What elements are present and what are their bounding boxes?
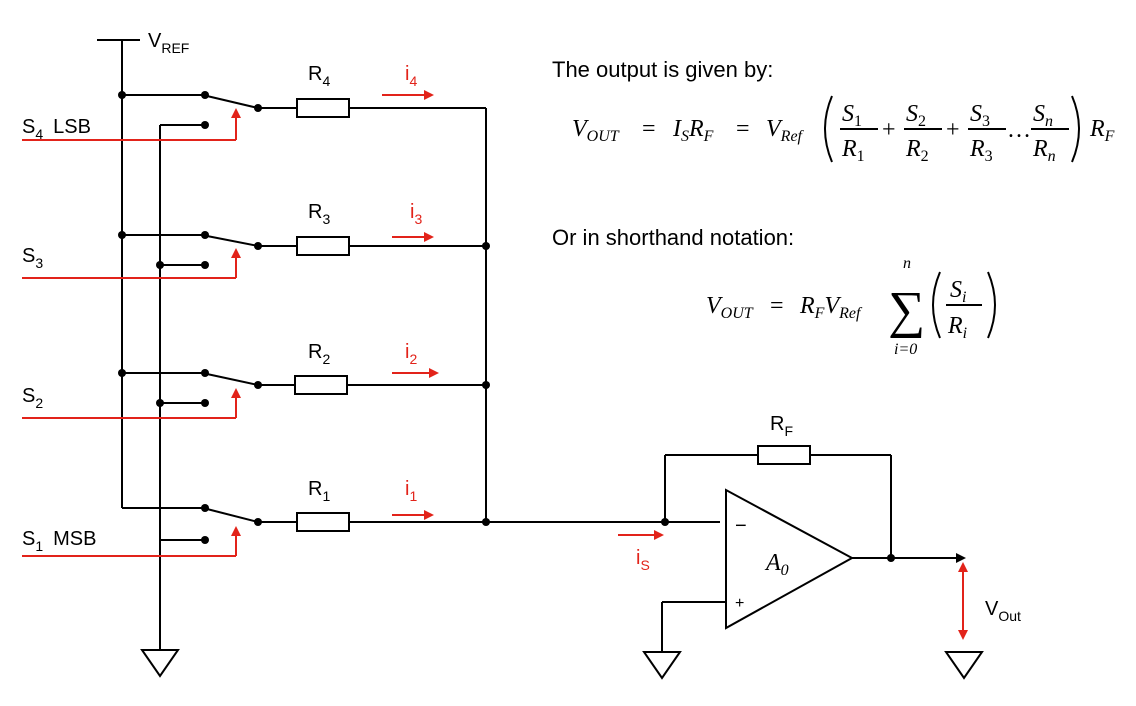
svg-text:n: n	[903, 255, 911, 272]
resistor-label-rf: RF	[770, 413, 793, 439]
svg-text:∑: ∑	[888, 282, 925, 339]
switch-label-s2: S2	[22, 385, 43, 411]
svg-text:R1: R1	[841, 136, 865, 165]
svg-text:R2: R2	[905, 136, 929, 165]
current-label-i2: i2	[405, 341, 417, 367]
svg-text:VRef: VRef	[766, 116, 805, 145]
resistor-r3	[296, 236, 350, 256]
equation-shorthand: VOUT = RFVRef ∑ n i=0 Si Ri	[706, 255, 996, 358]
svg-text:RF: RF	[1089, 116, 1115, 145]
current-label-i3: i3	[410, 201, 422, 227]
svg-text:+: +	[882, 117, 896, 143]
vref-rail: VREF	[97, 30, 189, 508]
svg-text:…: …	[1007, 117, 1031, 143]
svg-text:Rn: Rn	[1032, 136, 1056, 165]
svg-text:Ri: Ri	[947, 313, 967, 342]
branch-s4	[22, 90, 486, 141]
current-label-i1: i1	[405, 478, 417, 504]
resistor-r2	[294, 375, 348, 395]
svg-text:=: =	[736, 116, 750, 142]
opamp-plus: +	[735, 595, 744, 612]
ground-rail	[140, 125, 180, 678]
svg-text:VOUT: VOUT	[572, 116, 620, 145]
resistor-label-r2: R2	[308, 341, 330, 367]
svg-text:=: =	[770, 293, 784, 319]
equation-full: VOUT = ISRF = VRef S1 R1 + S2 R2 + S3 R3…	[572, 95, 1115, 165]
resistor-r4	[296, 98, 350, 118]
svg-text:S1: S1	[842, 101, 862, 130]
branch-s1	[22, 504, 720, 557]
svg-text:Sn: Sn	[1033, 101, 1053, 130]
equation-intro: The output is given by:	[552, 57, 773, 82]
svg-text:Si: Si	[950, 277, 966, 306]
opamp-gain-label: A0	[764, 550, 789, 579]
svg-text:S2: S2	[906, 101, 926, 130]
svg-text:R3: R3	[969, 136, 993, 165]
output-label: VOut	[985, 598, 1021, 624]
ground-symbol-left	[140, 649, 180, 678]
ground-symbol-output	[944, 651, 984, 680]
svg-text:=: =	[642, 116, 656, 142]
vref-label: VREF	[148, 30, 189, 56]
resistor-rf	[757, 445, 811, 465]
svg-text:+: +	[946, 117, 960, 143]
svg-text:ISRF: ISRF	[672, 116, 714, 145]
vout-arrow	[958, 562, 968, 640]
opamp: − + A0	[642, 445, 984, 680]
svg-text:S3: S3	[970, 101, 990, 130]
branch-s2	[22, 368, 490, 419]
opamp-triangle	[725, 488, 855, 630]
resistor-label-r1: R1	[308, 478, 330, 504]
current-label-is: iS	[636, 547, 650, 573]
svg-text:i=0: i=0	[894, 341, 917, 358]
resistor-label-r3: R3	[308, 201, 330, 227]
shorthand-intro: Or in shorthand notation:	[552, 225, 794, 250]
opamp-minus: −	[735, 515, 747, 537]
svg-text:RFVRef: RFVRef	[799, 293, 863, 322]
branch-s3	[22, 231, 490, 279]
resistor-r1	[296, 512, 350, 532]
ground-symbol-opamp	[642, 651, 682, 680]
resistor-label-r4: R4	[308, 63, 330, 89]
switch-label-s3: S3	[22, 245, 43, 271]
svg-text:VOUT: VOUT	[706, 293, 754, 322]
current-label-i4: i4	[405, 63, 417, 89]
